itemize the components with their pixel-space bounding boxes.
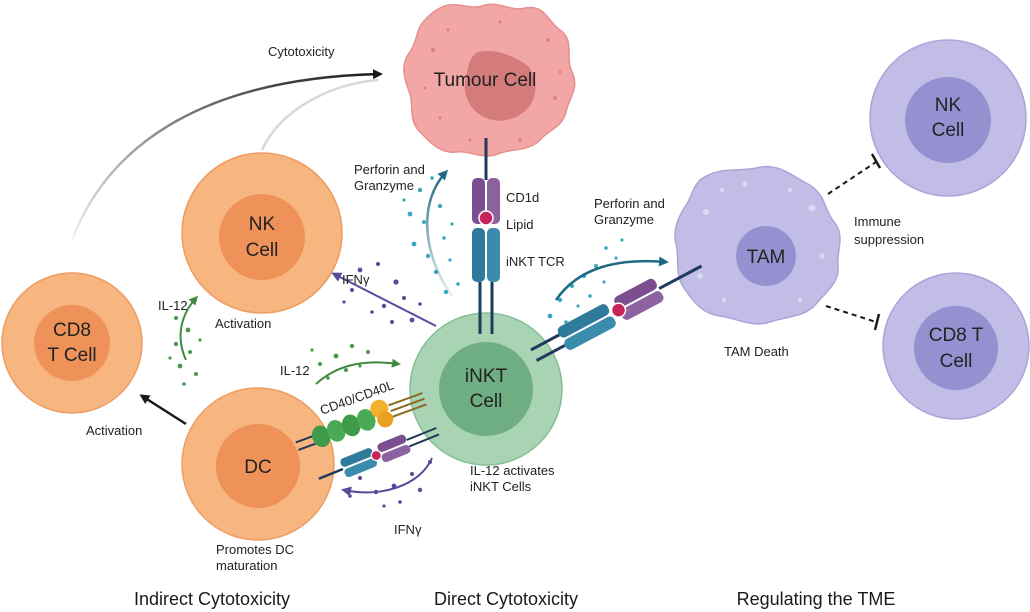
label-perforin-left-2: Granzyme <box>354 178 414 193</box>
label-inkt-tcr: iNKT TCR <box>506 254 565 269</box>
inkt-label-2: Cell <box>470 391 503 412</box>
label-immune-suppression-1: Immune <box>854 214 901 229</box>
arrow-il12-mid <box>315 358 401 385</box>
label-perforin-left-1: Perforin and <box>354 162 425 177</box>
tam-label: TAM <box>747 247 786 268</box>
label-cytotoxicity: Cytotoxicity <box>268 44 335 59</box>
nk-right-label-2: Cell <box>932 120 965 141</box>
tumour-cell-label: Tumour Cell <box>434 70 537 91</box>
nk-right-label-1: NK <box>935 95 962 116</box>
arrow-dc-to-cd8 <box>139 394 187 426</box>
tumour-cell: Tumour Cell <box>403 3 576 157</box>
arrow-ifng-top <box>331 272 437 327</box>
cd8-t-cell-left: CD8 T Cell <box>1 272 143 414</box>
label-cd1d: CD1d <box>506 190 539 205</box>
label-il12-activates-1: IL-12 activates <box>470 463 555 478</box>
cd8-right-label-1: CD8 T <box>929 325 984 346</box>
il12-dots-mid <box>310 343 370 380</box>
nk-left-label-2: Cell <box>246 240 279 261</box>
inhibition-to-cd8 <box>825 305 881 331</box>
label-perforin-right-2: Granzyme <box>594 212 654 227</box>
section-regulating-tme: Regulating the TME <box>737 589 896 609</box>
label-promotes-dc-1: Promotes DC <box>216 542 294 557</box>
cd8-right-label-2: Cell <box>940 351 973 372</box>
label-lipid: Lipid <box>506 217 533 232</box>
inhibition-to-nk <box>827 153 882 195</box>
arrow-nk-to-tumour <box>260 78 379 151</box>
perforin-dots-vertical <box>402 176 460 295</box>
arrow-cd8-to-tumour <box>70 69 383 241</box>
cd40-cd40l-complex <box>295 392 427 451</box>
ifng-dots-bottom <box>348 460 432 508</box>
label-ifng-top: IFNγ <box>342 272 370 287</box>
label-il12-activates-2: iNKT Cells <box>470 479 532 494</box>
label-immune-suppression-2: suppression <box>854 232 924 247</box>
cd1d-tcr-complex-dc <box>318 427 440 480</box>
nk-cell-right: NK Cell <box>869 39 1027 197</box>
inkt-label-1: iNKT <box>465 366 508 387</box>
nk-cell-left: NK Cell <box>181 152 343 314</box>
section-direct-cytotoxicity: Direct Cytotoxicity <box>434 589 578 609</box>
ifng-dots-top <box>342 262 422 324</box>
section-indirect-cytotoxicity: Indirect Cytotoxicity <box>134 589 290 609</box>
label-activation-nk: Activation <box>215 316 271 331</box>
label-ifng-bottom: IFNγ <box>394 522 422 537</box>
cd8-left-label-2: T Cell <box>47 345 96 366</box>
arrow-perforin-tam <box>554 256 669 301</box>
tam-cell: TAM <box>674 165 841 325</box>
cd8-left-label-1: CD8 <box>53 320 91 341</box>
label-perforin-right-1: Perforin and <box>594 196 665 211</box>
arrow-il12-left <box>179 295 198 361</box>
label-activation-cd8: Activation <box>86 423 142 438</box>
dc-cell: DC <box>181 387 335 541</box>
il12-dots-left <box>168 316 202 386</box>
arrow-ifng-bottom <box>341 457 433 497</box>
label-il12-mid: IL-12 <box>280 363 310 378</box>
label-promotes-dc-2: maturation <box>216 558 277 573</box>
cd8-t-cell-right: CD8 T Cell <box>882 272 1030 420</box>
nk-left-label-1: NK <box>249 214 276 235</box>
inkt-cell: iNKT Cell <box>409 312 563 466</box>
cd1d-tcr-complex-vertical <box>472 138 500 334</box>
arrow-perforin-vertical <box>425 169 454 297</box>
label-il12-top: IL-12 <box>158 298 188 313</box>
dc-label: DC <box>244 457 271 478</box>
label-tam-death: TAM Death <box>724 344 789 359</box>
cd1d-tcr-complex-tam <box>530 264 703 362</box>
